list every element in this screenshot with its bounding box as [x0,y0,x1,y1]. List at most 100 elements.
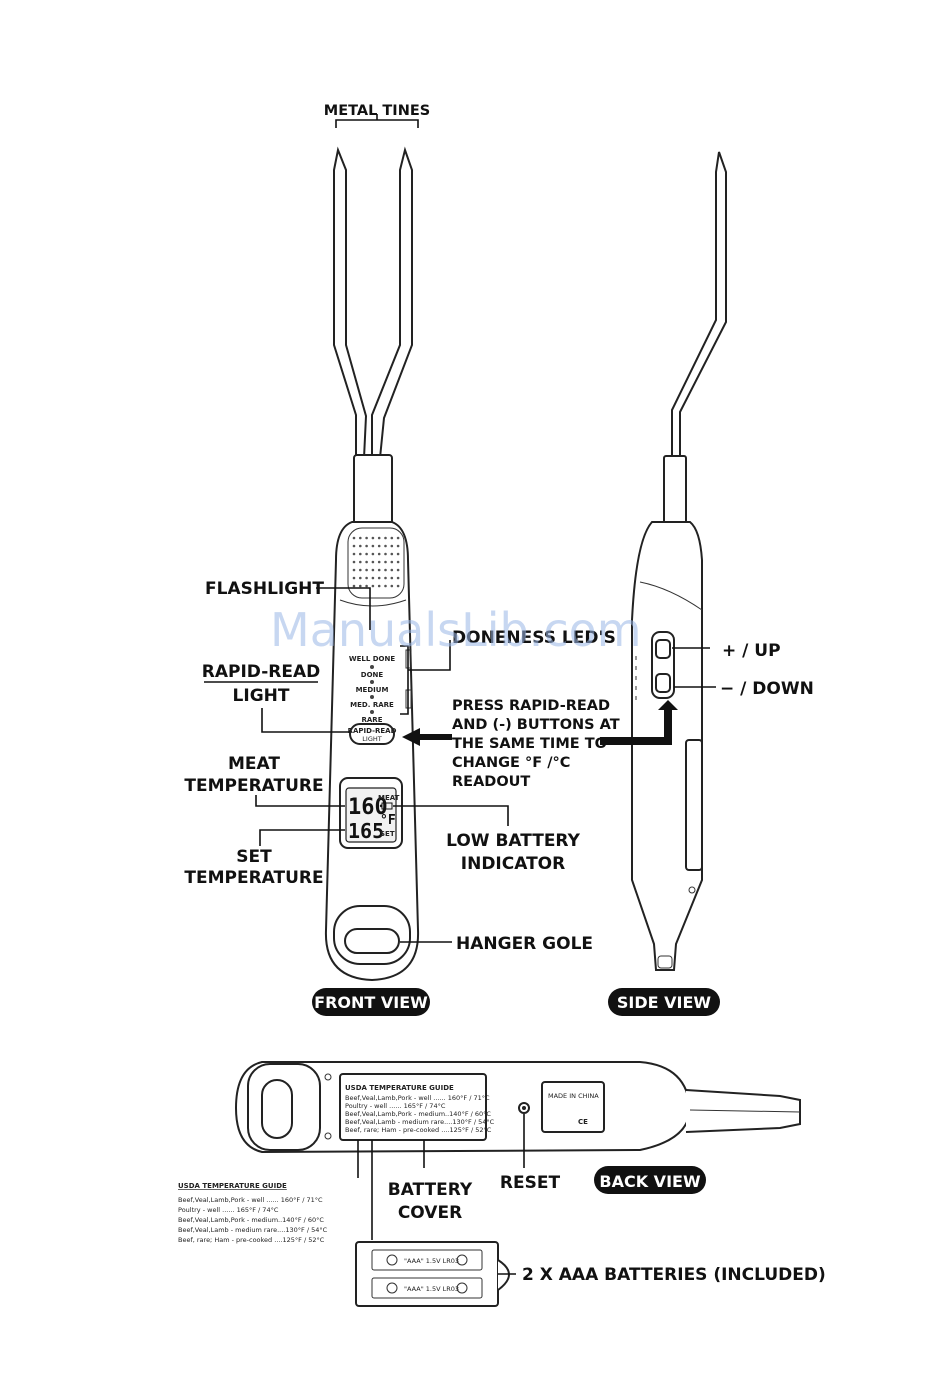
led-dot [370,665,374,669]
back-guide-title: USDA TEMPERATURE GUIDE [345,1084,454,1092]
set-temp-label-line2: TEMPERATURE [184,868,323,888]
grill-dot [365,584,368,588]
reset-label: RESET [500,1173,561,1193]
flashlight-leader [316,587,371,630]
grill-dot [365,576,368,580]
set-temp-readout: 165 [348,819,384,843]
grill-dot [384,568,387,572]
battery-terminal [386,1254,398,1266]
grill-dot [371,536,375,540]
grill-dot [352,576,356,580]
grill-dot [371,560,375,564]
back-guide-row: Beef,Veal,Lamb - medium rare....130°F / … [345,1118,495,1126]
meat-temp-label: MEAT [228,754,280,774]
side-view-badge [608,988,720,1016]
usda-guide-row: Poultry - well ...... 165°F / 74°C [178,1206,279,1214]
doneness-level: MED. RARE [350,701,394,709]
doneness-level: MEDIUM [356,686,389,694]
side-view-title: SIDE VIEW [617,993,712,1012]
side-callouts [600,647,716,745]
rapid-read-button[interactable] [349,723,395,745]
grill-dot [359,584,362,588]
minus-down-button[interactable] [655,673,671,693]
grill-dot [359,536,362,540]
handle-body [324,521,420,982]
led-dot [370,680,374,684]
grill-dot [396,576,400,580]
back-guide-row: Beef,Veal,Lamb,Pork - well ...... 160°F … [345,1094,490,1102]
usda-guide-row: Beef, rare; Ham - pre-cooked ....125°F /… [178,1236,325,1244]
back-view-badge [594,1166,706,1194]
unit-readout: °F [380,813,396,828]
grill-dot [384,536,387,540]
low-battery-label-line2: INDICATOR [461,854,565,874]
grill-dot [359,560,362,564]
grill-dot [359,576,362,580]
doneness-level: RARE [362,716,383,724]
grill-dot [377,576,381,580]
grill-dot [390,544,394,548]
battery-cover-label: BATTERY [388,1180,473,1200]
grill-dot [352,536,356,540]
side-tine [671,151,727,461]
back-screw [324,1132,332,1140]
side-seam [639,581,703,611]
usda-guide-row: Beef,Veal,Lamb,Pork - medium..140°F / 60… [178,1216,324,1224]
set-temp-leader [259,829,345,846]
doneness-leds-label: DONENESS LED'S [452,628,616,648]
back-hanger-hole [261,1079,293,1139]
side-collar [663,455,687,527]
battery-cover-label-line2: COVER [398,1203,462,1223]
grill-dot [377,552,381,556]
meat-tag: MEAT [378,794,400,802]
right-tine [371,146,413,459]
grill-dot [396,568,400,572]
grill-dot [352,560,356,564]
battery-slot [371,1249,483,1271]
side-clip [685,739,703,871]
doneness-level: DONE [361,671,384,679]
rapid-read-label: RAPID-READ [202,662,321,682]
press-instruction-line5: READOUT [452,774,530,790]
left-tine [333,146,368,459]
front-view-title: FRONT VIEW [314,993,428,1012]
back-view-title: BACK VIEW [599,1172,701,1191]
watermark-text: ManualsLib.com [270,603,642,657]
doneness-led-column: WELL DONE DONE MEDIUM MED. RARE RARE [349,655,395,724]
meat-temp-readout: 160 [348,795,388,820]
grill-dot [371,552,375,556]
grill-dot [384,552,387,556]
grill-dot [377,568,381,572]
press-instruction-line1: PRESS RAPID-READ [452,698,610,714]
press-instruction-line3: THE SAME TIME TO [452,736,607,752]
front-view-device: WELL DONE DONE MEDIUM MED. RARE RARE RAP… [324,146,420,982]
plus-up-button[interactable] [655,639,671,659]
front-view-badge [312,988,430,1016]
battery-compartment: "AAA" 1.5V LR03 "AAA" 1.5V LR03 [355,1241,510,1307]
grill-dot [365,568,368,572]
front-callouts [204,114,509,943]
back-guide-row: Poultry - well ...... 165°F / 74°C [345,1102,446,1110]
back-screw [324,1073,332,1081]
back-guide-row: Beef,Veal,Lamb,Pork - medium..140°F / 60… [345,1110,491,1118]
plus-up-label: + / UP [722,641,781,661]
grill-dot [371,584,375,588]
side-body [631,521,703,971]
grill-dot [377,584,381,588]
back-guide-row: Beef, rare; Ham - pre-cooked ....125°F /… [345,1126,492,1134]
grill-dot [390,536,394,540]
grill-dot [359,544,362,548]
flashlight-lens [347,527,405,599]
rapid-read-button-sublabel: LIGHT [362,735,381,743]
info-plate [541,1081,605,1133]
battery-terminal [456,1254,468,1266]
flashlight-seam [339,599,407,607]
led-dot [370,695,374,699]
doneness-leader [408,640,451,671]
grill-dot [377,536,381,540]
usda-guide-row: Beef,Veal,Lamb - medium rare....130°F / … [178,1226,328,1234]
grill-dot [359,568,362,572]
meat-temp-leader [255,795,345,807]
